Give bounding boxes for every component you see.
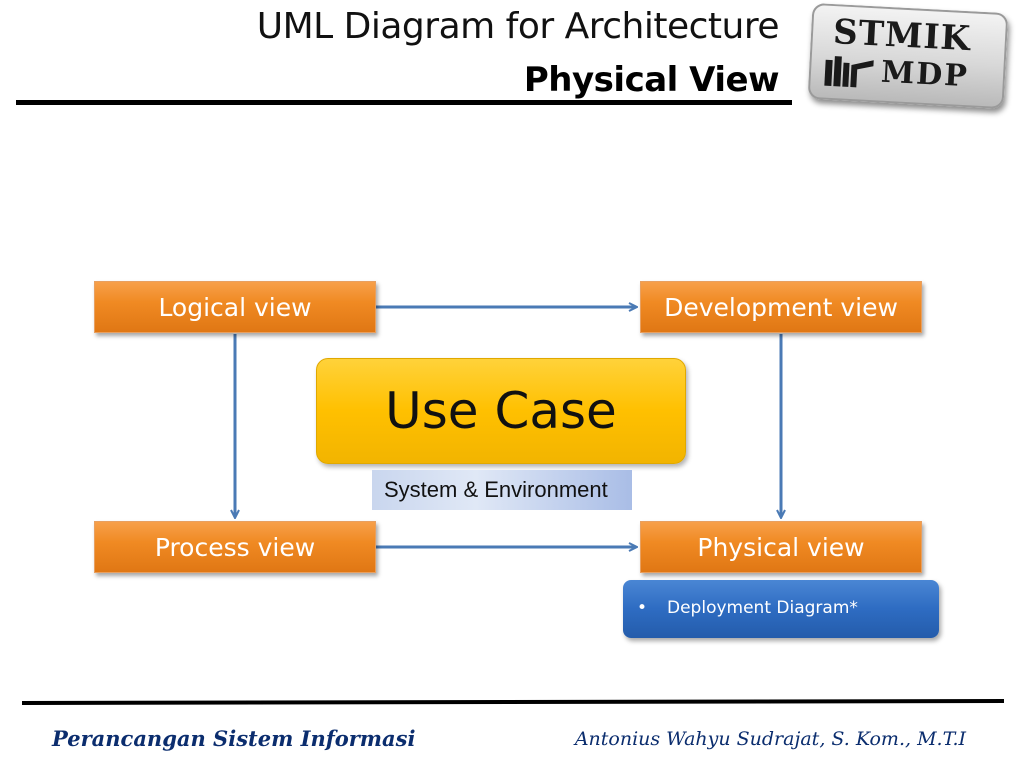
books-icon <box>824 56 874 88</box>
environment-label: System & Environment <box>372 470 632 510</box>
deployment-box: • Deployment Diagram* <box>623 580 939 638</box>
logical-view-box: Logical view <box>94 281 376 333</box>
development-view-box: Development view <box>640 281 922 333</box>
stmik-mdp-logo: STMIK MDP <box>807 2 1009 110</box>
footer-course-title: Perancangan Sistem Informasi <box>52 726 416 751</box>
footer-author: Antonius Wahyu Sudrajat, S. Kom., M.T.I <box>574 728 966 750</box>
process-view-label: Process view <box>154 532 316 562</box>
header-divider <box>16 100 792 105</box>
development-view-label: Development view <box>664 292 898 322</box>
physical-view-label: Physical view <box>697 532 865 562</box>
logical-view-label: Logical view <box>158 292 312 322</box>
process-view-box: Process view <box>94 521 376 573</box>
deployment-item: Deployment Diagram* <box>667 598 858 618</box>
physical-view-box: Physical view <box>640 521 922 573</box>
use-case-label: Use Case <box>385 382 617 440</box>
use-case-box: Use Case <box>316 358 686 464</box>
page-subtitle: Physical View <box>523 60 780 100</box>
page-title: UML Diagram for Architecture <box>256 6 780 47</box>
deployment-bullet: • <box>637 598 648 618</box>
